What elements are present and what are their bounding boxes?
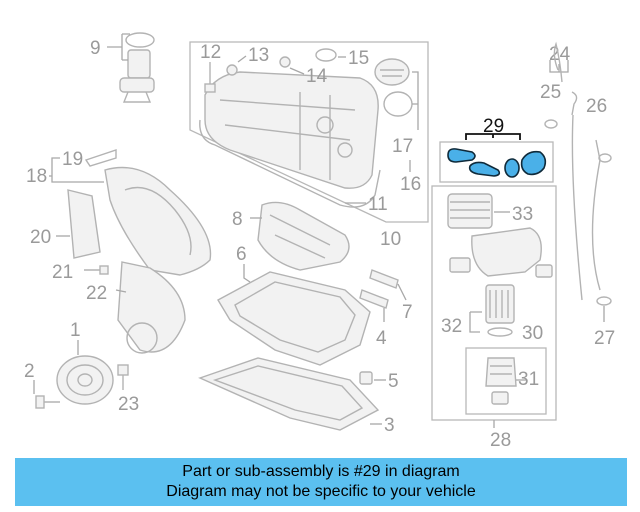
part-29-highlighted: 29 <box>439 116 554 183</box>
callout-13: 13 <box>248 45 269 66</box>
callout-11: 11 <box>368 194 388 215</box>
callout-32: 32 <box>441 316 462 337</box>
valve-cover-group: 11 12 13 14 15 17 16 10 <box>189 41 429 250</box>
callout-9: 9 <box>90 38 101 59</box>
callout-22: 22 <box>86 283 107 304</box>
callout-18: 18 <box>26 166 47 187</box>
callout-3: 3 <box>384 415 395 436</box>
callout-19: 19 <box>62 149 83 170</box>
oil-filter-housing-group: 33 32 30 31 28 <box>431 185 557 451</box>
part-6-upper-oil-pan: 6 <box>217 244 371 366</box>
dipstick-group: 24 25 26 27 <box>540 41 615 349</box>
part-3-lower-oil-pan: 3 <box>198 357 395 436</box>
callout-17: 17 <box>392 136 413 157</box>
callout-26: 26 <box>586 96 607 117</box>
callout-16: 16 <box>400 174 421 195</box>
callout-21: 21 <box>52 262 73 283</box>
callout-8: 8 <box>232 209 243 230</box>
callout-28: 28 <box>490 430 511 451</box>
callout-27: 27 <box>594 328 615 349</box>
part-9-oil-level-sensor: 9 <box>90 32 155 103</box>
callout-33: 33 <box>512 204 533 225</box>
callout-2: 2 <box>24 361 35 382</box>
callout-25: 25 <box>540 82 561 103</box>
info-banner: Part or sub-assembly is #29 in diagram D… <box>15 458 627 506</box>
callout-29: 29 <box>483 116 504 137</box>
pulley-group: 1 2 <box>24 320 114 409</box>
callout-15: 15 <box>348 48 369 69</box>
callout-20: 20 <box>30 227 51 248</box>
callout-4: 4 <box>376 328 387 349</box>
brackets-group: 7 4 5 <box>359 269 413 392</box>
timing-cover-group: 18 19 20 21 22 23 <box>26 149 212 415</box>
engine-parts-diagram: 9 11 12 13 14 15 17 16 <box>24 32 615 451</box>
callout-31: 31 <box>518 369 539 390</box>
callout-1: 1 <box>70 320 81 341</box>
banner-line-1: Part or sub-assembly is #29 in diagram <box>182 463 460 480</box>
callout-30: 30 <box>522 323 543 344</box>
part-8-intake: 8 <box>232 201 350 271</box>
banner-line-2: Diagram may not be specific to your vehi… <box>166 483 476 500</box>
callout-7: 7 <box>402 302 413 323</box>
callout-5: 5 <box>388 371 399 392</box>
callout-6: 6 <box>236 244 247 265</box>
callout-12: 12 <box>200 42 221 63</box>
callout-14: 14 <box>306 66 328 87</box>
callout-10: 10 <box>380 229 401 250</box>
callout-23: 23 <box>118 394 139 415</box>
